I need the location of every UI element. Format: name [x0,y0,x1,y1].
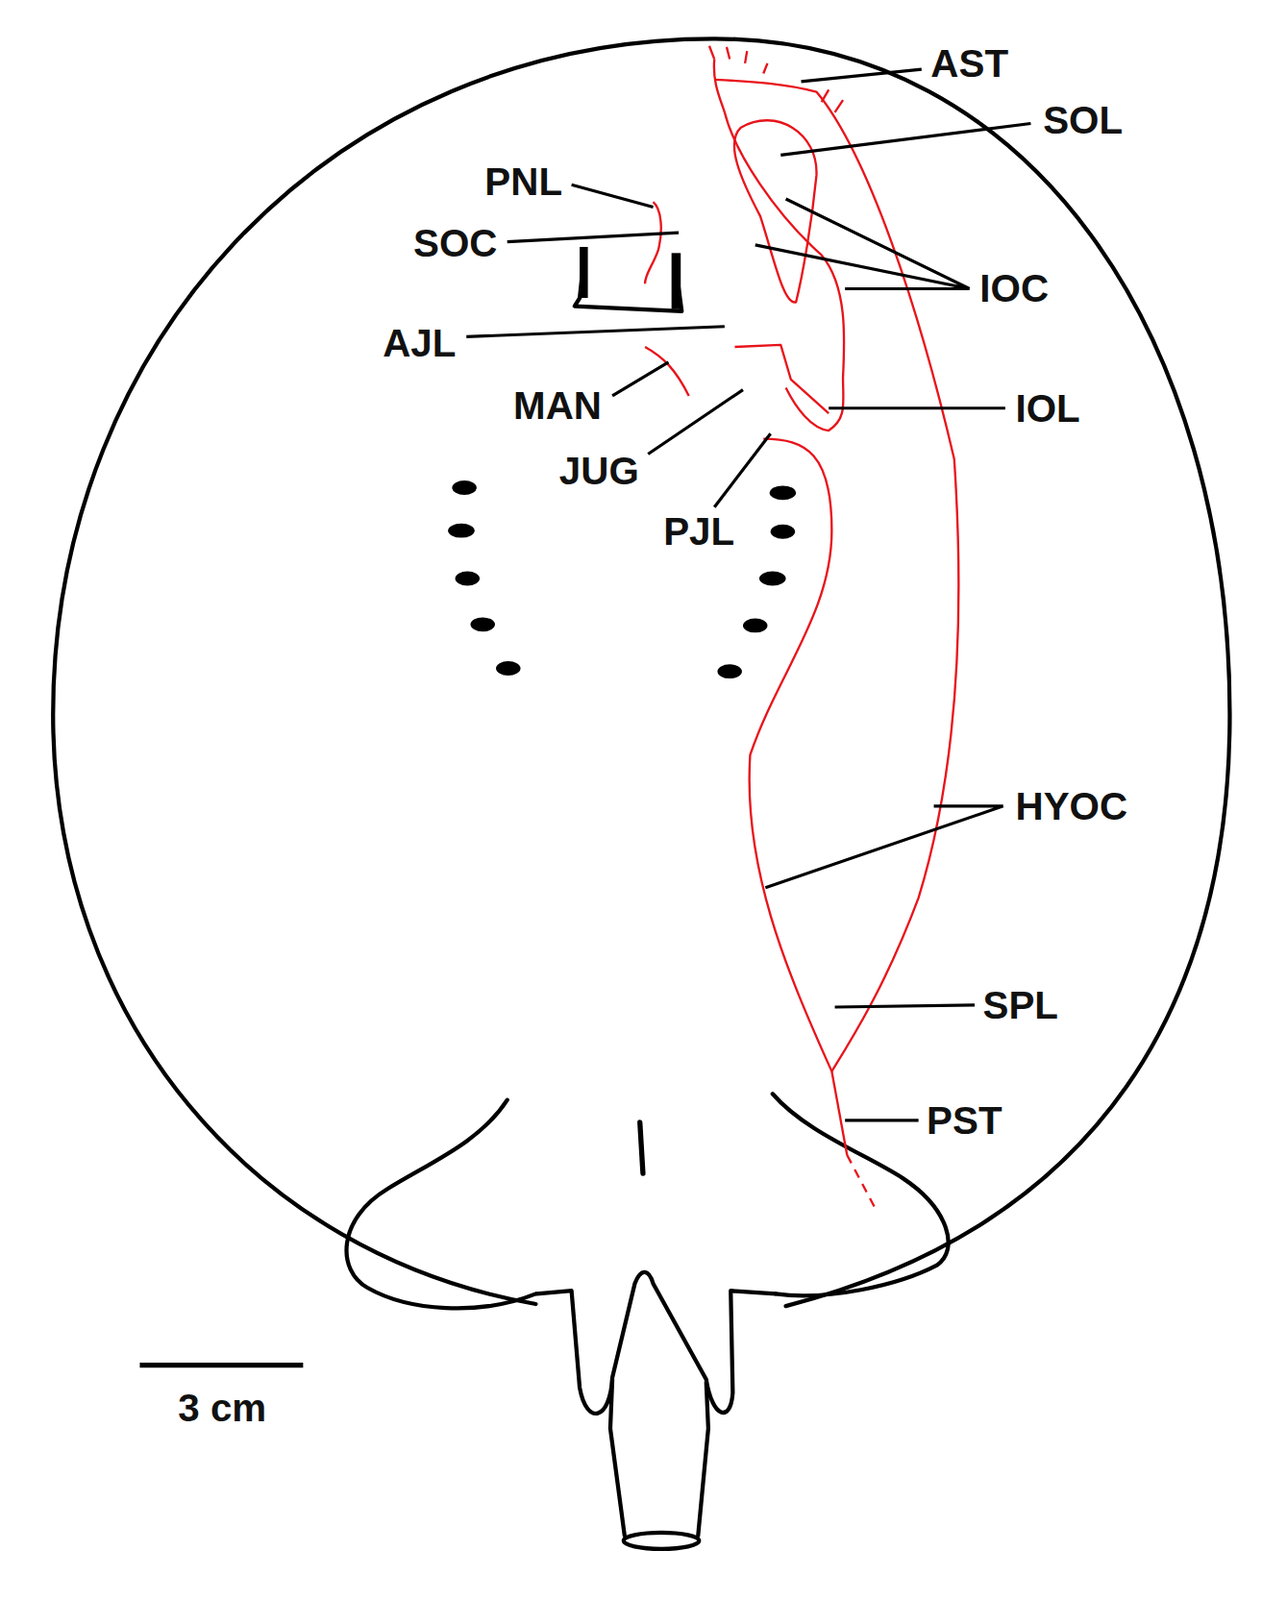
part-label: PST [926,1101,1002,1140]
body-outline [52,38,1230,1549]
part-label: AST [930,44,1009,83]
part-label: SOC [413,223,497,263]
part-label: AJL [382,323,456,363]
part-label: SOL [1042,100,1123,140]
leader-lines [466,69,1031,1121]
part-label: MAN [513,386,602,425]
scale-label: 3 cm [177,1388,267,1428]
gill-slits [447,247,796,679]
part-label: HYOC [1014,787,1128,826]
part-label: PJL [663,512,735,551]
part-label: PNL [484,162,563,201]
part-label: JUG [559,451,640,491]
scale-bar [139,1362,303,1368]
lateral-line-canals [644,46,959,1210]
part-label: IOL [1014,389,1080,428]
part-label: IOC [979,269,1049,308]
part-label: SPL [983,986,1059,1025]
